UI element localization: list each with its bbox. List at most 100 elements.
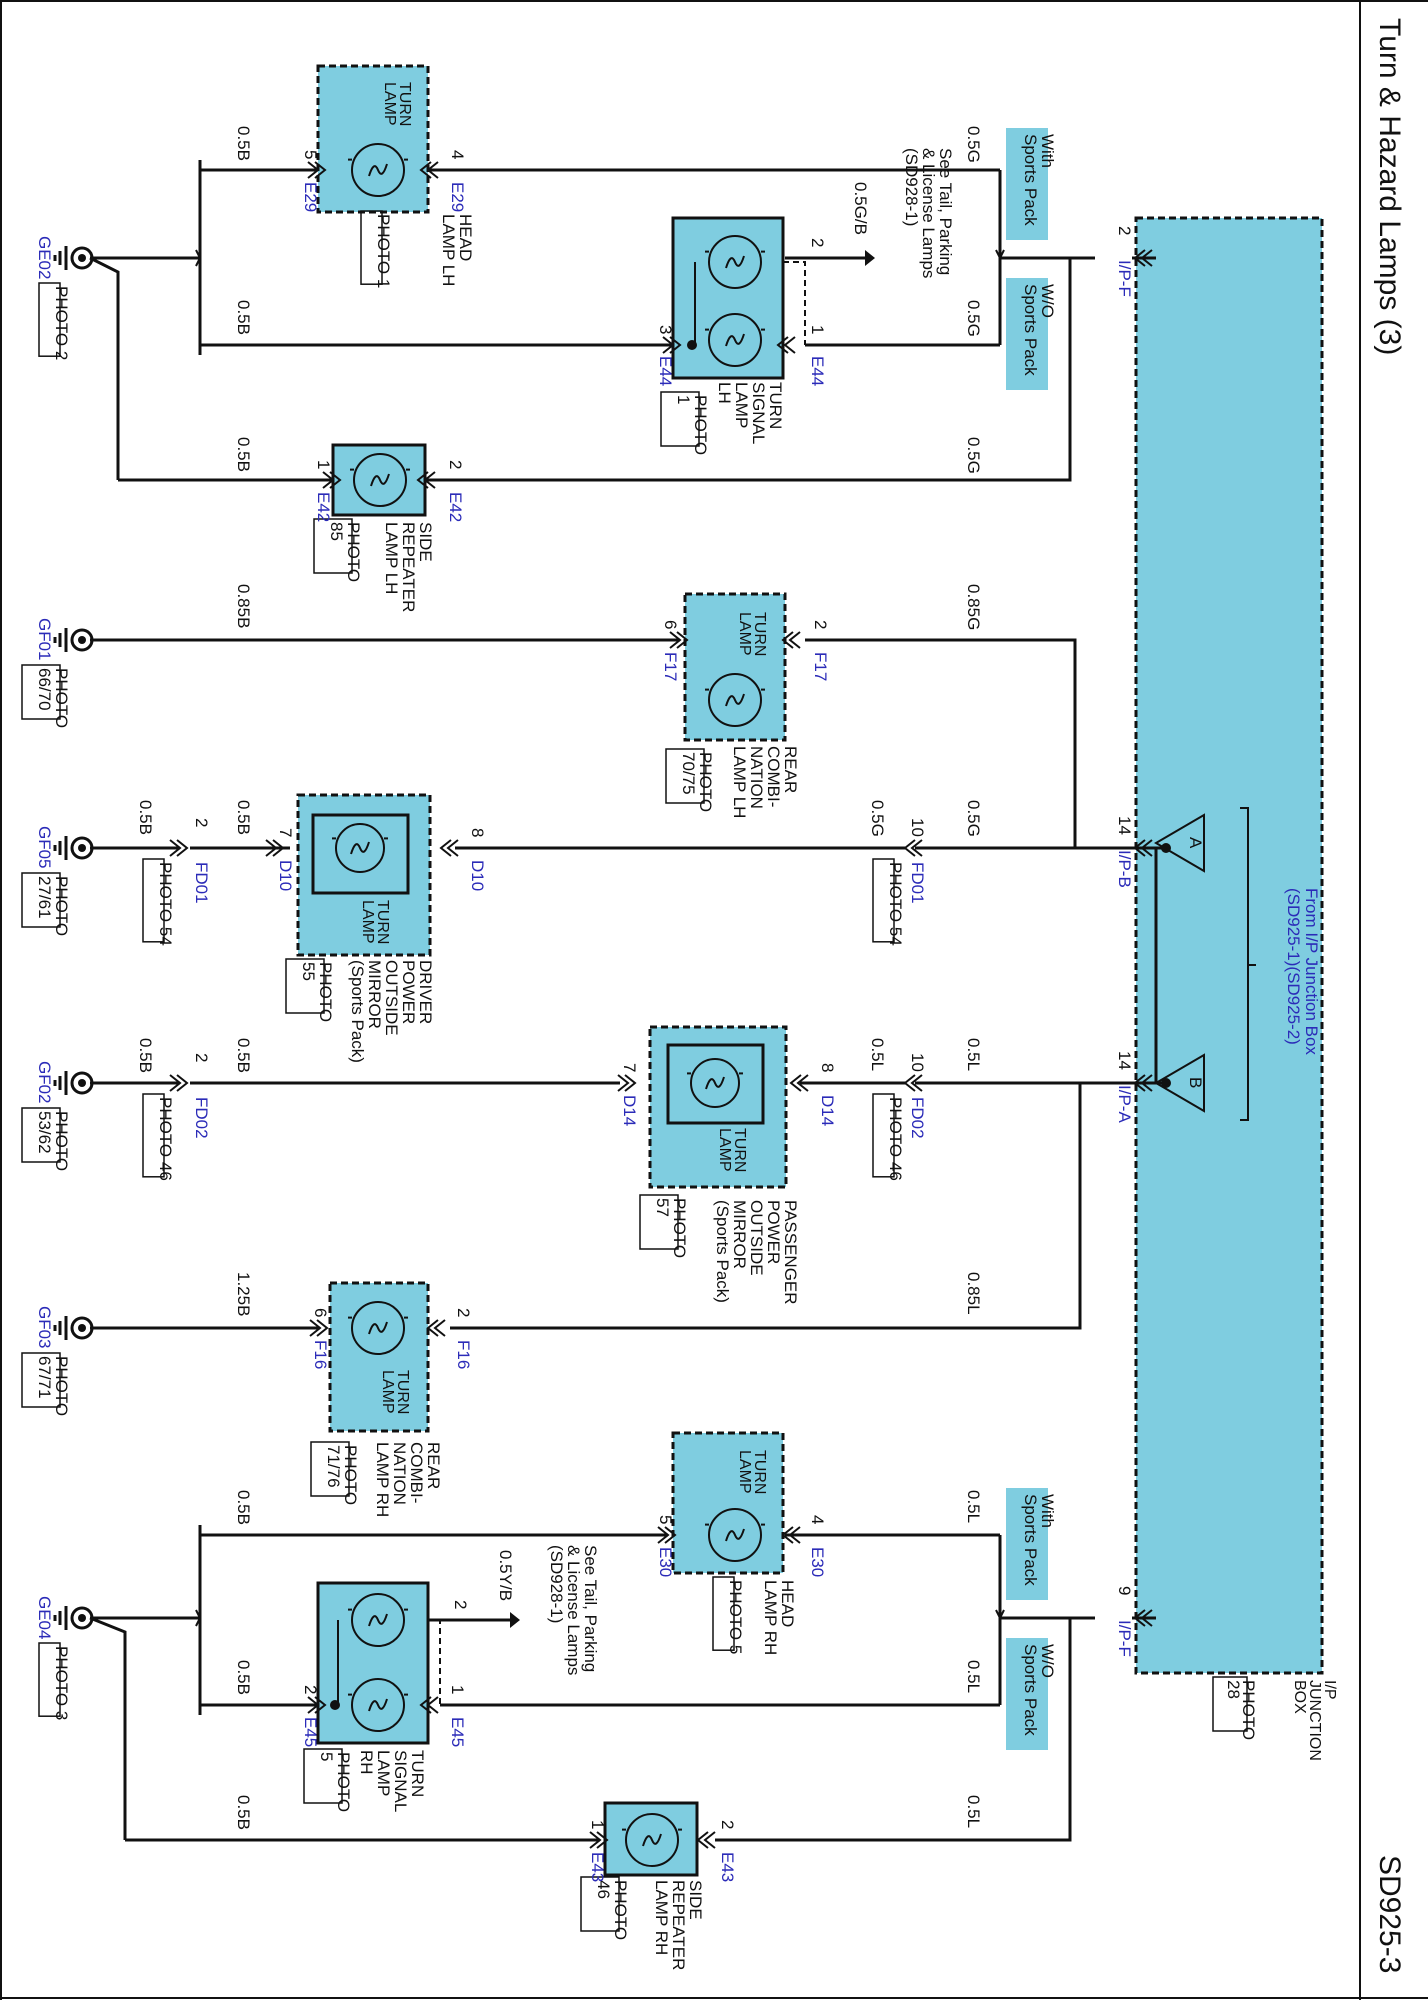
arrow-icon: [510, 1612, 520, 1628]
rear-lh-bulb-icon: [705, 673, 765, 727]
wire-label: 0.5B: [234, 126, 253, 161]
mirror-drv-name: TURN: [374, 900, 391, 944]
side-rh-conn-out: E43: [588, 1852, 607, 1882]
head-rh-conn-in: E30: [808, 1547, 827, 1577]
wire-label: 0.5G: [964, 300, 983, 337]
mirror-drv-desc: DRIVER: [416, 960, 435, 1024]
rear-rh-pin-out: 6: [311, 1308, 330, 1317]
signal-rh-photo: PHOTO: [334, 1752, 353, 1812]
splice-dot: [1161, 1078, 1171, 1088]
wire-label: 0.5B: [136, 1038, 155, 1073]
wire-label: 0.85L: [964, 1272, 983, 1315]
rear-rh-name: LAMP: [379, 1370, 396, 1414]
fd02-out-pin: 2: [192, 1053, 211, 1062]
head-lh-name: LAMP: [381, 82, 398, 126]
mirror-drv-name: LAMP: [359, 900, 376, 944]
fd02-in-conn: FD02: [908, 1097, 927, 1139]
rear-lh-name: TURN: [751, 612, 768, 656]
wire-label: 0.5G: [964, 126, 983, 163]
marker-a: A: [1186, 837, 1205, 849]
head-lh-name: TURN: [396, 82, 413, 126]
head-lh-desc: HEAD: [456, 214, 475, 261]
rear-lh-conn-out: F17: [661, 652, 680, 681]
tail-ref-lh: (SD928-1): [902, 148, 921, 226]
mirror-pass-photo: PHOTO: [670, 1198, 689, 1258]
fd01-in-pin: 10: [908, 818, 927, 837]
signal-rh-pin-tail: 2: [451, 1600, 470, 1609]
mirror-drv-pin-out: 7: [276, 828, 295, 837]
side-lh-photo: PHOTO: [344, 522, 363, 582]
mirror-pass-photo-frame: [639, 1194, 679, 1250]
head-rh-name: LAMP: [736, 1450, 753, 1494]
ipb-pin: 14: [1115, 816, 1134, 835]
rear-lh-desc: REAR: [781, 746, 800, 793]
mirror-drv-desc: OUTSIDE: [382, 960, 401, 1036]
side-lh-conn-in: E42: [446, 492, 465, 522]
wire-ipb-rear-lh: [805, 638, 1110, 850]
option-wo-sports-top-text: W/O: [1038, 284, 1057, 318]
wire-label: 0.85G: [964, 584, 983, 630]
signal-lh-photo: PHOTO: [691, 395, 710, 455]
signal-lh-photo: 1: [674, 395, 693, 404]
side-rh-conn-in: E43: [718, 1852, 737, 1882]
rear-rh-conn-in: F16: [454, 1340, 473, 1369]
side-rh-photo-frame: [580, 1876, 620, 1932]
ge04-photo: PHOTO 3: [52, 1646, 71, 1720]
mirror-drv-photo: PHOTO: [316, 962, 335, 1022]
fd02-out-photo-frame: [142, 1093, 165, 1178]
fd02-in-photo-frame: [872, 1093, 895, 1178]
wire-ipf9-side-rh: [715, 1616, 1095, 1842]
ge02-photo: PHOTO 2: [52, 286, 71, 360]
gf05-photo-frame: [21, 872, 61, 928]
fd01-out-pin: 2: [192, 818, 211, 827]
connector-chevron-icon: [781, 631, 801, 649]
tail-ref-lh: & License Lamps: [919, 148, 938, 278]
wire-label: 0.5B: [234, 1038, 253, 1073]
page-title: Turn & Hazard Lamps (3): [1373, 18, 1406, 355]
rear-lh-pin-out: 6: [661, 620, 680, 629]
mirror-pass-desc: POWER: [764, 1200, 783, 1264]
ipa-pin: 14: [1115, 1051, 1134, 1070]
rear-rh-bulb-icon: [348, 1301, 408, 1355]
wire-label: 0.5G: [868, 800, 887, 837]
side-rh-name: SIDE: [686, 1880, 705, 1920]
head-rh-bulb-icon: [705, 1508, 765, 1562]
wire-label: 0.5B: [234, 1795, 253, 1830]
signal-rh-photo: 5: [317, 1752, 336, 1761]
head-lh-pin-in: 4: [448, 150, 467, 159]
fd02-in-photo: PHOTO 46: [886, 1097, 905, 1181]
marker-b: B: [1186, 1077, 1205, 1088]
mirror-pass-pin-out: 7: [620, 1063, 639, 1072]
rear-rh-desc: REAR: [424, 1442, 443, 1489]
tail-ref-rh: (SD928-1): [547, 1545, 566, 1623]
option-wo-sports-bot-text: Sports Pack: [1021, 1644, 1040, 1736]
rear-lh-photo: PHOTO: [696, 752, 715, 812]
side-rh-pin-in: 2: [718, 1820, 737, 1829]
signal-lh-pin-out: 3: [656, 325, 675, 334]
gf03-photo-frame: [21, 1352, 61, 1408]
rear-rh-pin-in: 2: [454, 1308, 473, 1317]
ge04-photo-frame: [38, 1642, 61, 1717]
head-lh-photo: PHOTO 1: [374, 214, 393, 288]
side-lh-name: LAMP LH: [382, 522, 401, 594]
side-rh-photo: 46: [594, 1880, 613, 1899]
wire-label: 0.5B: [234, 300, 253, 335]
head-rh-desc: HEAD: [778, 1580, 797, 1627]
signal-rh-name: TURN: [408, 1750, 427, 1797]
tail-ref-rh: See Tail, Parking: [581, 1545, 600, 1672]
wire-label: 1.25B: [234, 1272, 253, 1316]
wire-label: 0.5L: [964, 1490, 983, 1523]
head-rh-desc: LAMP RH: [761, 1580, 780, 1655]
wire-label: 0.5B: [234, 1490, 253, 1525]
mirror-drv-conn-in: D10: [468, 860, 487, 891]
mirror-pass-name: TURN: [731, 1128, 748, 1172]
signal-rh-name: LAMP: [374, 1750, 393, 1796]
wire: [89, 1616, 127, 1840]
gf01-photo-frame: [21, 664, 61, 720]
